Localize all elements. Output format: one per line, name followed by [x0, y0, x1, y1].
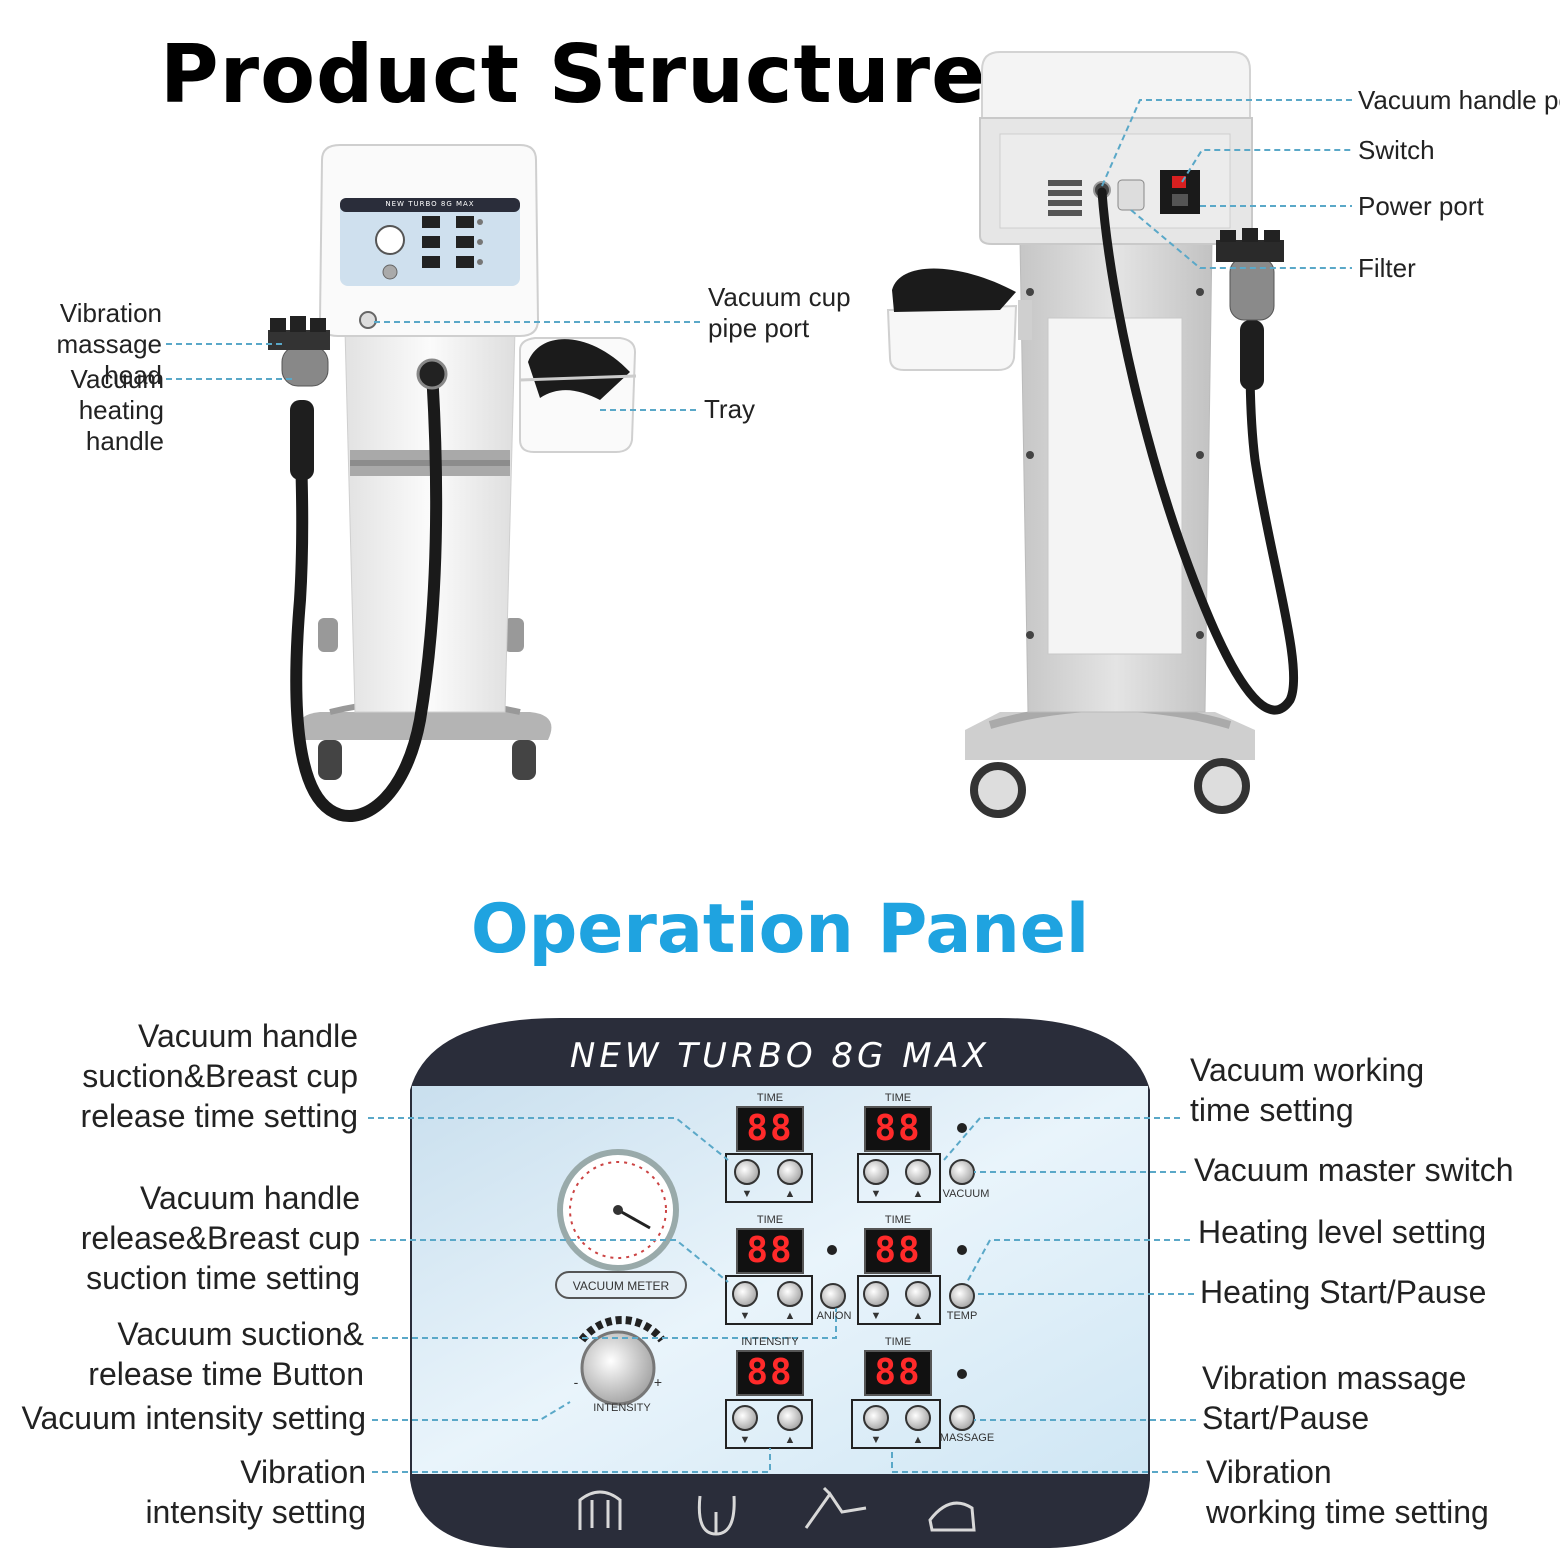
display-4: 88 [864, 1228, 932, 1274]
label-release-breast-suction: Vacuum handle release&Breast cup suction… [80, 1180, 360, 1296]
label-switch: Switch [1358, 135, 1435, 165]
back-hose [1097, 187, 1299, 715]
label-suction-breast-release: Vacuum handle suction&Breast cup release… [80, 1018, 358, 1134]
knob-plus: + [653, 1374, 663, 1390]
arrow-down-1: ▼ [741, 1188, 753, 1200]
label-vibration-intensity: Vibration intensity setting [145, 1454, 366, 1530]
vacuum-cup-pipe-port [359, 311, 377, 329]
label-filter: Filter [1358, 253, 1416, 283]
arrow-down-4: ▼ [870, 1310, 882, 1322]
arrow-down-2: ▼ [870, 1188, 882, 1200]
arrow-down-6: ▼ [870, 1434, 882, 1446]
label-heating-level: Heating level setting [1198, 1214, 1487, 1250]
back-base [965, 712, 1255, 760]
caption-vacuum: VACUUM [942, 1188, 990, 1200]
caption-intensity: INTENSITY [741, 1336, 799, 1348]
display-3: 88 [736, 1228, 804, 1274]
label-vacuum-heating-handle: Vacuum heating handle [70, 364, 164, 456]
back-handle [1240, 320, 1264, 390]
display-5: 88 [736, 1350, 804, 1396]
mini-panel-brand: NEW TURBO 8G MAX [385, 200, 475, 208]
vacuum-meter-plate [555, 1271, 687, 1299]
display-2: 88 [864, 1106, 932, 1152]
caption-time-4: TIME [884, 1214, 912, 1226]
front-hose [290, 366, 443, 822]
leader-lines [166, 99, 1352, 1473]
label-suction-release-button: Vacuum suction& release time Button [88, 1316, 364, 1392]
caption-time-3: TIME [756, 1214, 784, 1226]
panel-brand: NEW TURBO 8G MAX [569, 1036, 991, 1076]
arrow-up-5: ▲ [784, 1434, 796, 1446]
label-vacuum-master-switch: Vacuum master switch [1194, 1152, 1514, 1188]
front-machine [268, 144, 637, 822]
power-switch [1172, 176, 1186, 188]
arrow-up-1: ▲ [784, 1188, 796, 1200]
label-power-port: Power port [1358, 191, 1484, 221]
caption-time-6: TIME [884, 1336, 912, 1348]
arrow-up-4: ▲ [912, 1310, 924, 1322]
caption-knob-intensity: INTENSITY [593, 1402, 651, 1414]
caption-time-2: TIME [884, 1092, 912, 1104]
label-vacuum-cup-pipe-port: Vacuum cup pipe port [708, 282, 851, 343]
filter [1117, 179, 1145, 211]
back-head-top [981, 51, 1251, 131]
back-wheel-left [970, 762, 1026, 818]
body-icons [578, 1486, 976, 1536]
back-wheel-right [1194, 758, 1250, 814]
label-vacuum-working-time: Vacuum working time setting [1190, 1052, 1425, 1128]
label-tray: Tray [704, 394, 756, 424]
arrow-up-6: ▲ [912, 1434, 924, 1446]
operation-panel [410, 1018, 1150, 1548]
product-structure-heading: Product Structure [160, 28, 987, 121]
intensity-knob [580, 1330, 656, 1406]
back-machine [886, 51, 1299, 818]
arrow-up-2: ▲ [912, 1188, 924, 1200]
arrow-up-3: ▲ [784, 1310, 796, 1322]
caption-anion: ANION [816, 1310, 852, 1322]
operation-panel-heading: Operation Panel [470, 890, 1090, 969]
display-1: 88 [736, 1106, 804, 1152]
front-wheel-right [512, 740, 536, 780]
label-vacuum-intensity: Vacuum intensity setting [21, 1400, 366, 1436]
label-vacuum-handle-port: Vacuum handle port [1358, 85, 1560, 115]
caption-vacuum-meter: VACUUM METER [572, 1279, 670, 1293]
back-tray [886, 304, 1018, 371]
panel-buttons [732, 1159, 975, 1431]
label-heating-start-pause: Heating Start/Pause [1200, 1274, 1487, 1310]
label-vibration-massage-head: Vibration massage head [56, 298, 163, 390]
label-vibration-massage-start-pause: Vibration massage Start/Pause [1202, 1360, 1467, 1436]
display-6: 88 [864, 1350, 932, 1396]
vacuum-heating-handle [290, 400, 314, 480]
caption-time-1: TIME [756, 1092, 784, 1104]
caption-massage: MASSAGE [939, 1432, 995, 1444]
caption-temp: TEMP [946, 1310, 978, 1322]
front-wheel-left [318, 740, 342, 780]
label-vibration-working-time: Vibration working time setting [1206, 1454, 1489, 1530]
arrow-down-5: ▼ [739, 1434, 751, 1446]
knob-minus: - [573, 1374, 579, 1390]
arrow-down-3: ▼ [739, 1310, 751, 1322]
